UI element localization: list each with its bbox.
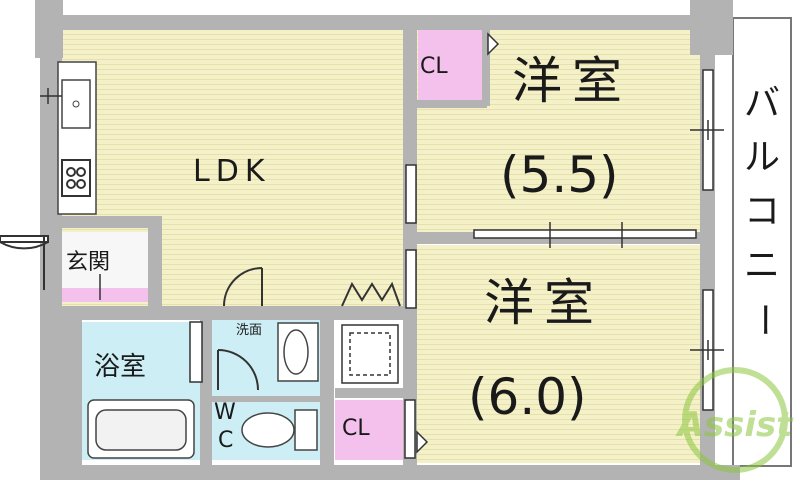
entrance-label: 玄関 [66, 250, 111, 275]
toilet-label-w: W [214, 400, 236, 425]
balcony-char: バ [743, 83, 780, 124]
western-room-2-floor [415, 245, 703, 463]
balcony-char: コ [743, 191, 780, 232]
balcony-floor [732, 17, 792, 467]
western-room-1-size: (5.5) [500, 146, 619, 204]
closet-door-marks [416, 32, 500, 454]
closet-2-label: CL [342, 416, 370, 441]
stove-icon [61, 159, 91, 197]
balcony-char: ニ [743, 245, 780, 286]
western-room-1-name: 洋室 [512, 52, 632, 110]
entrance-step [58, 288, 148, 302]
balcony-char: ー [742, 302, 783, 338]
toilet-icon [241, 409, 318, 451]
closet-1-label: CL [420, 54, 448, 79]
closet-1-floor [418, 30, 486, 102]
washer-pan-icon [341, 324, 399, 384]
kitchen-sink [61, 79, 91, 129]
washroom-label: 洗面 [236, 323, 263, 338]
door-swings [217, 267, 401, 391]
western-room-2-size: (6.0) [468, 368, 587, 426]
balcony-label: バ ル コ ニ ー [733, 83, 791, 339]
window-ticks [99, 120, 724, 360]
toilet-label-c: C [218, 428, 234, 453]
bathtub-icon [87, 399, 195, 459]
entrance-floor [58, 232, 148, 296]
washbasin-icon [277, 322, 319, 382]
closet-2-floor [335, 400, 405, 460]
ldk-label: LDK [193, 154, 271, 189]
bath-label: 浴室 [94, 352, 147, 382]
assist-watermark: Assist [675, 367, 795, 473]
entrance-door-icon [0, 235, 49, 290]
balcony-char: ル [743, 137, 780, 178]
western-room-2-name: 洋室 [484, 274, 604, 332]
svg-text:Assist: Assist [675, 405, 795, 445]
